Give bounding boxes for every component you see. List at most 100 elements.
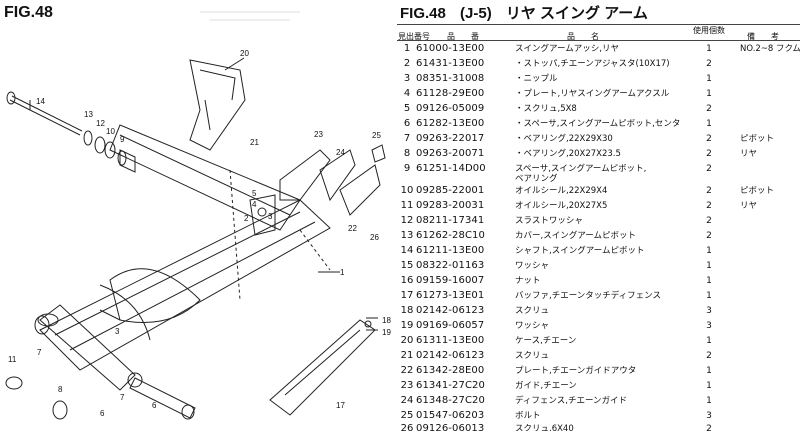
quantity: 2	[706, 351, 712, 361]
quantity: 1	[706, 396, 712, 406]
part-name: プレート,チエーンガイドアウタ	[515, 366, 637, 376]
ref-number: 15	[400, 260, 414, 271]
callout-number: 23	[314, 130, 323, 139]
callout-number: 22	[348, 224, 357, 233]
part-name: ・ニップル	[515, 74, 558, 84]
part-name: ワッシャ	[515, 321, 550, 331]
part-number: 09283-20031	[416, 200, 485, 211]
table-header: 見出番号 品 番 品 名 使用個数 備 考	[397, 24, 800, 41]
callout-number: 8	[58, 385, 63, 394]
part-number: 61128-29E00	[416, 88, 485, 99]
part-number: 09285-22001	[416, 185, 485, 196]
part-number: 61282-13E00	[416, 118, 485, 129]
part-number: 02142-06123	[416, 305, 485, 316]
ref-number: 19	[400, 320, 414, 331]
ref-number: 23	[400, 380, 414, 391]
header-part: 品 番	[447, 32, 479, 41]
part-name: スペーサ,スイングアームピボット,	[515, 164, 647, 174]
part-name: ・プレート,リヤスイングアームアクスル	[515, 89, 670, 99]
callout-number: 14	[36, 97, 45, 106]
part-name: ・ストッパ,チエーンアジャスタ(10X17)	[515, 59, 670, 69]
ref-number: 4	[403, 88, 411, 99]
part-name: スクリュ	[515, 306, 550, 316]
part-number: 02142-06123	[416, 350, 485, 361]
part-name-continued: ベアリング	[515, 174, 558, 184]
ref-number: 21	[400, 350, 414, 361]
quantity: 2	[706, 134, 712, 144]
callout-number: 19	[382, 328, 391, 337]
part-name: バッファ,チエーンタッチディフェンス	[515, 291, 662, 301]
ref-number: 7	[403, 133, 411, 144]
part-name: ワッシャ	[515, 261, 550, 271]
figure-title: FIG.48	[4, 4, 53, 21]
callout-number: 7	[37, 348, 42, 357]
parts-list: FIG.48 (J-5) リヤ スイング アーム 見出番号 品 番 品 名 使用…	[397, 0, 800, 431]
quantity: 3	[706, 321, 712, 331]
quantity: 1	[706, 44, 712, 54]
ref-number: 3	[403, 73, 411, 84]
part-name: ガイド,チエーン	[515, 381, 577, 391]
quantity: 3	[706, 411, 712, 421]
part-number: 09263-22017	[416, 133, 485, 144]
quantity: 2	[706, 216, 712, 226]
ref-number: 20	[400, 335, 414, 346]
remarks: NO.2~8 フクム	[740, 44, 800, 54]
remarks: ピボット	[740, 134, 775, 144]
part-number: 61000-13E00	[416, 43, 485, 54]
part-number: 61311-13E00	[416, 335, 485, 346]
part-name: ケース,チエーン	[515, 336, 577, 346]
ref-number: 6	[403, 118, 411, 129]
part-name: ディフェンス,チエーンガイド	[515, 396, 628, 406]
callout-number: 4	[252, 200, 257, 209]
part-name: ボルト	[515, 411, 541, 421]
part-name: シャフト,スイングアームピボット	[515, 246, 645, 256]
part-number: 61251-14D00	[416, 163, 486, 174]
part-number: 09126-06013	[416, 423, 485, 431]
ref-number: 25	[400, 410, 414, 421]
callout-number: 25	[372, 131, 381, 140]
part-name: ・スクリュ,5X8	[515, 104, 577, 114]
part-name: ・スペーサ,スイングアームピボット,センタ	[515, 119, 681, 129]
quantity: 1	[706, 74, 712, 84]
callout-number: 10	[106, 127, 115, 136]
ref-number: 11	[400, 200, 414, 211]
part-number: 08211-17341	[416, 215, 485, 226]
header-name: 品 名	[567, 32, 599, 41]
part-number: 61431-13E00	[416, 58, 485, 69]
quantity: 2	[706, 149, 712, 159]
ref-number: 18	[400, 305, 414, 316]
part-number: 08322-01163	[416, 260, 485, 271]
callout-number: 18	[382, 316, 391, 325]
remarks: リヤ	[740, 149, 758, 159]
quantity: 1	[706, 381, 712, 391]
part-name: スクリュ,6X40	[515, 424, 574, 431]
part-name: スクリュ	[515, 351, 550, 361]
swing-arm-body	[39, 199, 331, 371]
part-name: スラストワッシャ	[515, 216, 583, 226]
parts-code: (J-5)	[460, 5, 492, 22]
callout-number: 2	[244, 214, 249, 223]
quantity: 1	[706, 89, 712, 99]
chain-buffer	[269, 319, 376, 416]
remarks: リヤ	[740, 201, 758, 211]
parts-name: リヤ スイング アーム	[505, 5, 648, 22]
quantity: 1	[706, 119, 712, 129]
remarks: ピボット	[740, 186, 775, 196]
quantity: 1	[706, 261, 712, 271]
part-name: カバー,スイングアームピボット	[515, 231, 636, 241]
part-name: ナット	[515, 276, 541, 286]
callout-number: 13	[84, 110, 93, 119]
part-number: 61342-28E00	[416, 365, 485, 376]
ref-number: 10	[400, 185, 414, 196]
callout-number: 17	[336, 401, 345, 410]
quantity: 1	[706, 246, 712, 256]
ref-number: 24	[400, 395, 414, 406]
part-number: 61273-13E01	[416, 290, 485, 301]
part-number: 61341-27C20	[416, 380, 485, 391]
part-name: スイングアームアッシ,リヤ	[515, 44, 619, 54]
header-usage: 使用個数	[693, 26, 725, 35]
callout-number: 12	[96, 119, 105, 128]
quantity: 1	[706, 336, 712, 346]
ref-number: 2	[403, 58, 411, 69]
